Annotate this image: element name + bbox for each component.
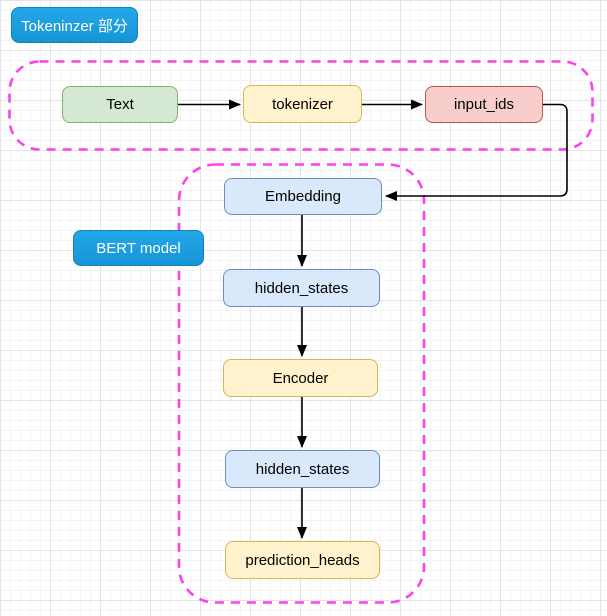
tokenizer-group-outline <box>8 60 594 151</box>
encoder-node: Encoder <box>223 359 378 397</box>
embedding-node: Embedding <box>224 178 382 215</box>
prediction-heads-node: prediction_heads <box>225 541 380 579</box>
tokenizer-node: tokenizer <box>243 85 362 123</box>
edge-inputids-to-embedding <box>385 103 568 201</box>
hidden-states-node-2: hidden_states <box>225 450 380 488</box>
bert-group-outline <box>177 163 426 604</box>
bert-model-label: BERT model <box>73 230 204 266</box>
hidden-states-node-1: hidden_states <box>223 269 380 307</box>
input-ids-node: input_ids <box>425 86 543 123</box>
tokenizer-section-label: Tokeninzer 部分 <box>11 7 138 43</box>
text-node: Text <box>62 86 178 123</box>
